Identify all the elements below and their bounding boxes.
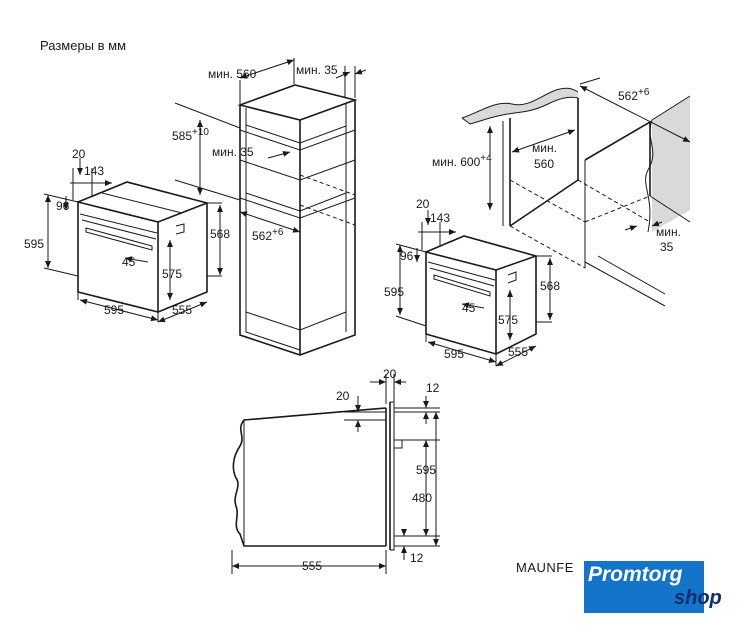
right-oven-dim-20: 20 [416, 197, 430, 211]
left-oven-dim-96: 96 [56, 199, 70, 213]
model-code: MAUNFE [516, 560, 574, 575]
counter-min-600: мин. 600+4 [432, 153, 492, 169]
right-oven-dim-45: 45 [462, 301, 476, 315]
cabinet-min-560: мин. 560 [208, 67, 257, 81]
side-dim-12-top: 12 [426, 381, 440, 395]
right-oven-dim-568: 568 [540, 279, 560, 293]
counter-dim-562: 562+6 [618, 87, 650, 103]
cabinet-min-35-top: мин. 35 [296, 63, 338, 77]
diagram-title: Размеры в мм [40, 38, 126, 53]
left-oven-dim-568: 568 [210, 227, 230, 241]
left-oven-drawing [43, 158, 223, 323]
right-oven-dim-595-height: 595 [384, 285, 404, 299]
counter-min-560-label: мин. [532, 141, 557, 155]
left-oven-dim-20: 20 [72, 147, 86, 161]
right-oven-dim-575: 575 [498, 313, 518, 327]
right-oven-dim-555: 555 [508, 345, 528, 359]
tall-cabinet-drawing [174, 58, 367, 356]
side-dim-20-top: 20 [383, 367, 397, 381]
counter-min-35-label: мин. [656, 225, 681, 239]
side-dim-555: 555 [302, 559, 322, 573]
left-oven-dim-45: 45 [122, 255, 136, 269]
right-oven-drawing [395, 210, 553, 367]
cabinet-dim-562: 562+6 [252, 227, 284, 243]
side-dim-480: 480 [412, 491, 432, 505]
logo-text-shop: shop [674, 587, 722, 609]
cabinet-dim-585: 585+10 [172, 127, 209, 143]
left-oven-dim-595-height: 595 [24, 237, 44, 251]
logo-text-promtorg: Promtorg [588, 563, 683, 586]
side-dim-20-left: 20 [336, 389, 350, 403]
logo-badge [584, 561, 704, 613]
left-oven-dim-555: 555 [172, 303, 192, 317]
counter-min-560-value: 560 [534, 157, 554, 171]
left-oven-dim-575: 575 [162, 267, 182, 281]
right-oven-dim-595-width: 595 [444, 347, 464, 361]
counter-min-35-value: 35 [660, 240, 674, 254]
counter-installation-drawing [461, 77, 691, 307]
left-oven-dim-143: 143 [84, 164, 104, 178]
side-dim-595: 595 [416, 463, 436, 477]
promtorg-shop-logo: Promtorg shop [584, 561, 732, 613]
right-oven-dim-96: 96 [400, 249, 414, 263]
side-view-drawing [231, 374, 440, 574]
cabinet-min-35-mid: мин. 35 [212, 145, 254, 159]
right-oven-dim-143: 143 [430, 211, 450, 225]
left-oven-dim-595-width: 595 [104, 303, 124, 317]
side-dim-12-bottom: 12 [410, 551, 424, 565]
